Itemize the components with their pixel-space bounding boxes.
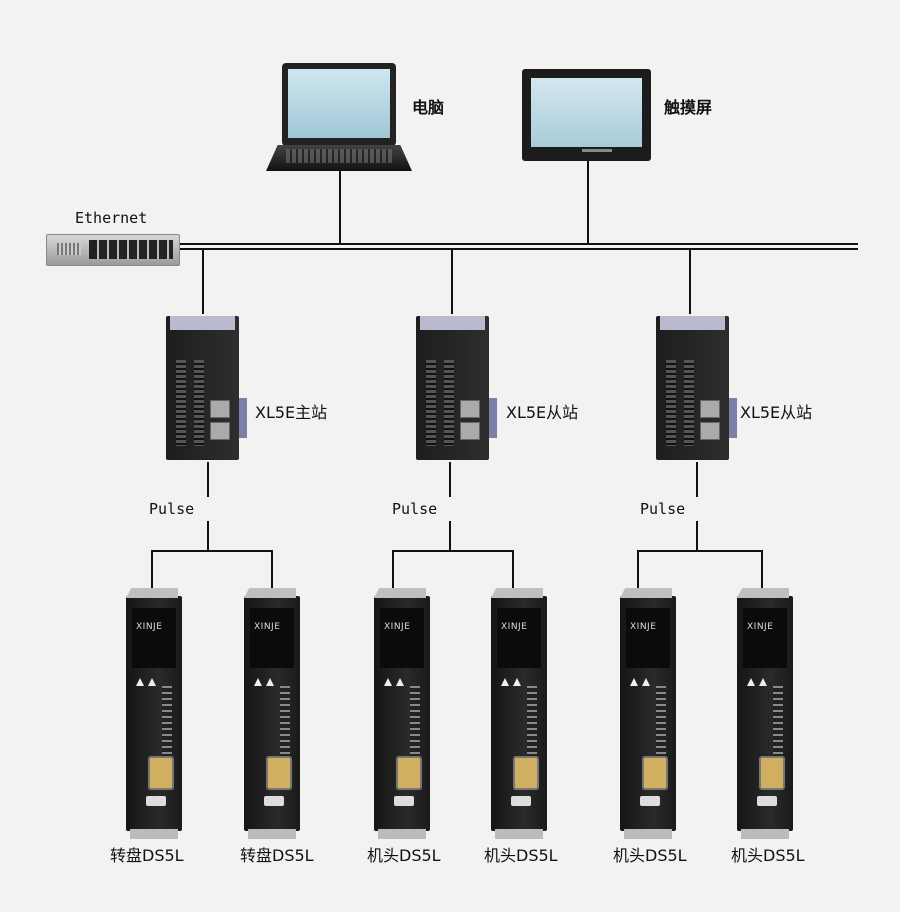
ethernet-label: Ethernet <box>75 209 148 227</box>
drive-brand: XINJE <box>630 622 657 632</box>
servo-drive-3: XINJE <box>374 588 430 839</box>
drive-label-2: 转盘DS5L <box>240 846 314 865</box>
servo-drive-5: XINJE <box>620 588 676 839</box>
drive-brand: XINJE <box>136 622 163 632</box>
pulse-label-3: Pulse <box>640 500 686 518</box>
plc-slave-2-unit <box>656 316 737 460</box>
servo-drive-2: XINJE <box>244 588 300 839</box>
drive-branch-2 <box>392 550 514 593</box>
plc-master-unit <box>166 316 247 460</box>
laptop-screen <box>282 63 396 146</box>
plc-master-label: XL5E主站 <box>255 403 328 422</box>
drive-label-5: 机头DS5L <box>613 846 687 865</box>
plc-slave-1-label: XL5E从站 <box>506 403 579 422</box>
drive-label-4: 机头DS5L <box>484 846 558 865</box>
drive-label-1: 转盘DS5L <box>110 846 184 865</box>
touchscreen-label: 触摸屏 <box>664 98 713 117</box>
servo-drive-6: XINJE <box>737 588 793 839</box>
drive-brand: XINJE <box>384 622 411 632</box>
drive-label-3: 机头DS5L <box>367 846 441 865</box>
ethernet-switch <box>46 234 180 266</box>
pulse-label-2: Pulse <box>392 500 438 518</box>
drive-brand: XINJE <box>747 622 774 632</box>
touchscreen-hmi <box>522 69 651 161</box>
drive-branch-1 <box>151 550 273 593</box>
servo-drive-1: XINJE <box>126 588 182 839</box>
pulse-label-1: Pulse <box>149 500 195 518</box>
computer-label: 电脑 <box>412 98 445 117</box>
drive-brand: XINJE <box>254 622 281 632</box>
plc-slave-2-label: XL5E从站 <box>740 403 813 422</box>
laptop-keys <box>286 149 392 163</box>
plc-slave-1-unit <box>416 316 497 460</box>
drive-label-6: 机头DS5L <box>731 846 805 865</box>
servo-drive-4: XINJE <box>491 588 547 839</box>
drive-branch-3 <box>637 550 763 593</box>
drive-brand: XINJE <box>501 622 528 632</box>
